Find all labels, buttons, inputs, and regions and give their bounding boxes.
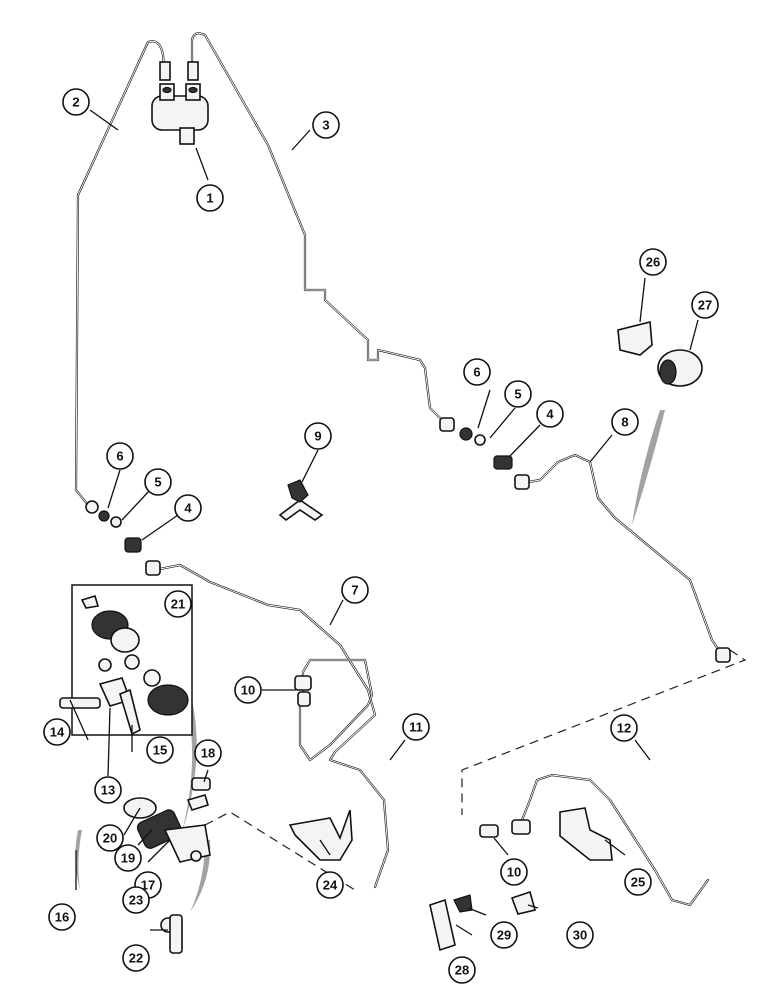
callout-13: 13: [94, 776, 122, 804]
callout-7: 7: [341, 576, 369, 604]
svg-text:10: 10: [241, 683, 255, 698]
callout-29: 29: [490, 921, 518, 949]
callout-10-lower: 10: [500, 858, 528, 886]
callout-26: 26: [639, 248, 667, 276]
dashed-connector-right: [461, 649, 747, 815]
svg-text:22: 22: [129, 951, 143, 966]
callout-12: 12: [610, 714, 638, 742]
svg-text:1: 1: [206, 191, 213, 206]
svg-text:19: 19: [121, 851, 135, 866]
svg-text:4: 4: [546, 407, 554, 422]
callout-4-right: 4: [536, 400, 564, 428]
callout-8: 8: [611, 408, 639, 436]
brake-line-7: [153, 563, 390, 889]
callout-23: 23: [122, 886, 150, 914]
svg-text:14: 14: [50, 725, 65, 740]
bracket-part-26: [617, 320, 653, 356]
fitting-set-left: [85, 500, 161, 576]
clip-part-30: [510, 890, 536, 915]
callout-19: 19: [114, 844, 142, 872]
svg-text:29: 29: [497, 928, 511, 943]
svg-text:2: 2: [72, 95, 79, 110]
dashed-connector-left: [204, 811, 356, 891]
callout-27: 27: [691, 291, 719, 319]
callout-21: 21: [164, 590, 192, 618]
brake-line-3: [190, 32, 444, 422]
svg-text:10: 10: [507, 865, 521, 880]
svg-text:9: 9: [314, 429, 321, 444]
svg-text:16: 16: [55, 910, 69, 925]
fitting-part-10-lower: [479, 819, 531, 838]
svg-text:4: 4: [184, 501, 192, 516]
bracket-part-25: [559, 807, 613, 861]
callout-6-right: 6: [463, 358, 491, 386]
svg-text:25: 25: [631, 875, 645, 890]
svg-text:3: 3: [322, 118, 329, 133]
svg-text:8: 8: [621, 415, 628, 430]
tee-fitting-part-1: [151, 61, 209, 145]
callout-28: 28: [448, 956, 476, 984]
clip-part-9: [278, 479, 324, 522]
brake-line-8: [521, 453, 724, 657]
svg-text:6: 6: [116, 449, 123, 464]
fitting-part-10-upper: [294, 675, 312, 707]
bracket-part-28: [429, 898, 456, 952]
callout-24: 24: [316, 871, 344, 899]
svg-text:24: 24: [323, 878, 338, 893]
grommet-part-27: [657, 349, 703, 387]
callout-5-left: 5: [144, 468, 172, 496]
callout-3: 3: [312, 111, 340, 139]
callout-1: 1: [196, 184, 224, 212]
brake-line-12: [518, 773, 710, 907]
leader-lines: [69, 109, 699, 936]
callout-2: 2: [62, 88, 90, 116]
callout-10-upper: 10: [234, 676, 262, 704]
svg-text:15: 15: [153, 743, 167, 758]
svg-text:6: 6: [473, 365, 480, 380]
callout-6-left: 6: [106, 442, 134, 470]
svg-text:5: 5: [514, 387, 521, 402]
brake-line-11: [298, 658, 374, 762]
svg-text:26: 26: [646, 255, 660, 270]
brake-line-2: [74, 40, 167, 507]
callout-20: 20: [96, 824, 124, 852]
callout-15: 15: [146, 736, 174, 764]
shading-strokes: [75, 410, 665, 912]
callout-11: 11: [402, 713, 430, 741]
callout-25: 25: [624, 868, 652, 896]
svg-text:18: 18: [201, 746, 215, 761]
clip-part-29: [453, 894, 473, 913]
svg-text:5: 5: [154, 475, 161, 490]
callout-14: 14: [43, 718, 71, 746]
svg-text:12: 12: [617, 721, 631, 736]
callout-18: 18: [194, 739, 222, 767]
svg-text:13: 13: [101, 783, 115, 798]
callout-16: 16: [48, 903, 76, 931]
svg-text:11: 11: [409, 720, 423, 735]
callout-5-right: 5: [504, 380, 532, 408]
callout-4-left: 4: [174, 494, 202, 522]
callout-30: 30: [566, 921, 594, 949]
svg-text:27: 27: [698, 298, 712, 313]
svg-text:21: 21: [171, 597, 185, 612]
svg-text:17: 17: [141, 878, 155, 893]
fitting-part-18: [191, 777, 211, 791]
svg-text:23: 23: [129, 893, 143, 908]
svg-text:30: 30: [573, 928, 587, 943]
callout-22: 22: [122, 944, 150, 972]
master-cylinder-assembly: [59, 677, 211, 954]
callout-9: 9: [304, 422, 332, 450]
bracket-part-24: [288, 809, 353, 861]
fitting-set-right: [439, 417, 731, 663]
svg-text:20: 20: [103, 831, 117, 846]
svg-text:28: 28: [455, 963, 469, 978]
svg-text:7: 7: [351, 583, 358, 598]
